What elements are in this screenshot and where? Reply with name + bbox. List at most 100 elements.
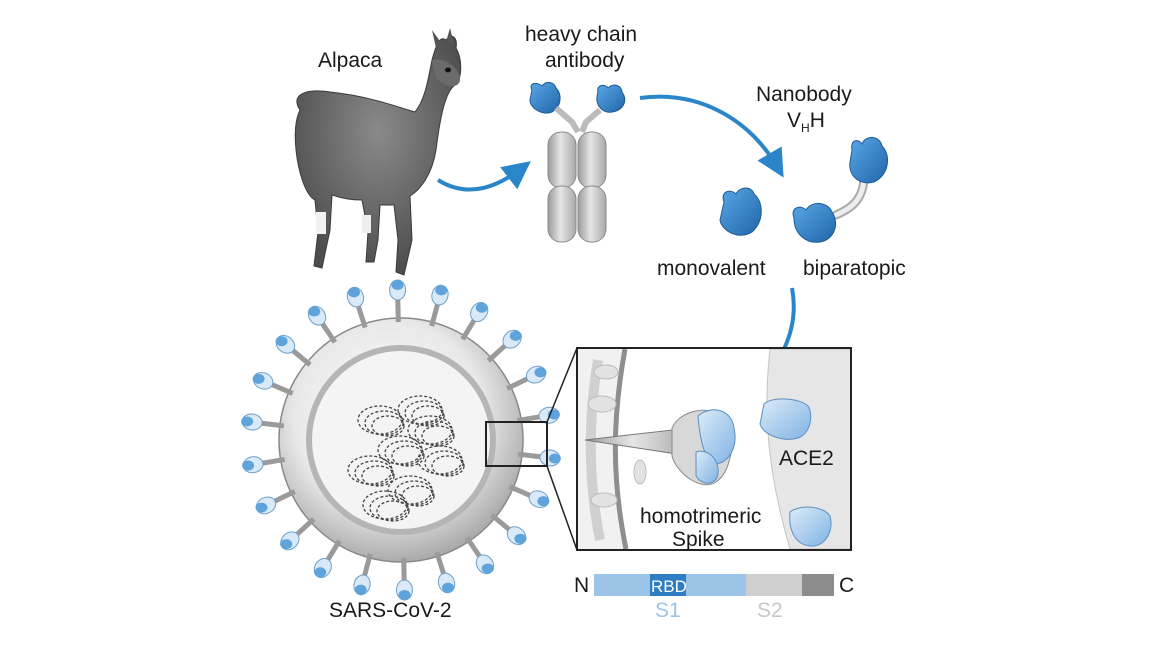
- virus-spike-tip: [241, 416, 254, 427]
- virus-spike-tip: [514, 533, 527, 544]
- virus-label: SARS-CoV-2: [329, 599, 452, 622]
- virus-spike-stalk: [289, 347, 312, 367]
- rna-coil: [394, 480, 434, 506]
- spike-domain-bar: [594, 574, 834, 596]
- virus-spike-stalk: [464, 536, 483, 560]
- virus-spike-tip: [280, 539, 293, 550]
- spike-label-line2: Spike: [672, 528, 725, 551]
- sars-cov-2-virus-icon: [241, 279, 561, 601]
- virus-spike-stalk: [486, 342, 508, 363]
- rbd-label: RBD: [651, 577, 687, 596]
- virus-spike-tip: [548, 453, 561, 464]
- monovalent-label: monovalent: [657, 257, 766, 280]
- rbd-segment: [650, 574, 686, 596]
- virus-spike-tip: [398, 589, 411, 600]
- rna-coil: [369, 495, 409, 521]
- virus-spike-stalk: [429, 302, 441, 327]
- rna-coil: [411, 405, 445, 427]
- virus-spike-tip: [242, 460, 255, 471]
- virus-spike-stalk: [324, 539, 342, 563]
- biparatopic-nanobody-icon: [792, 137, 889, 243]
- rna-coil: [384, 440, 424, 466]
- virus-spike-stalk: [490, 513, 513, 533]
- rna-coil: [364, 410, 404, 436]
- heavy-chain-antibody-icon: [529, 81, 626, 243]
- vhh-label: VHH: [787, 108, 825, 136]
- s2-label: S2: [757, 599, 783, 622]
- s1-label: S1: [655, 599, 681, 622]
- rna-coil: [371, 415, 405, 437]
- rna-coil: [431, 455, 465, 477]
- spike-label-line1: homotrimeric: [640, 505, 762, 528]
- rna-coil: [417, 445, 463, 475]
- virus-spike-tip: [435, 285, 448, 296]
- virus-spike-tip: [537, 496, 550, 507]
- alpaca-label: Alpaca: [318, 49, 383, 72]
- virus-spike-tip: [509, 330, 522, 341]
- rna-coil: [361, 465, 395, 487]
- virus-spike-tip: [391, 280, 404, 291]
- zoom-connector-bottom: [546, 465, 578, 551]
- rna-coil: [387, 475, 433, 505]
- virus-spike-stalk: [269, 381, 294, 396]
- rna-coil: [414, 420, 454, 446]
- rna-coil: [362, 490, 408, 520]
- spike-ace2-inset: [576, 347, 852, 551]
- zoom-source-box: [485, 421, 548, 467]
- domain-n-label: N: [574, 574, 590, 597]
- arrow-antibody-to-nanobody: [639, 94, 784, 178]
- tm-segment: [802, 574, 834, 596]
- nanobody-label: Nanobody: [756, 83, 852, 106]
- virus-spike-stalk: [506, 375, 530, 391]
- virus-spike-stalk: [434, 551, 447, 577]
- virus-spike-stalk: [272, 489, 296, 505]
- virus-spike-tip: [475, 302, 488, 313]
- vhh-subscript: H: [801, 121, 810, 135]
- rna-coil: [421, 425, 455, 447]
- virus-spike-stalk: [517, 451, 543, 460]
- vhh-h: H: [809, 109, 825, 132]
- virus-spike-stalk: [319, 320, 338, 344]
- rna-coil: [347, 455, 393, 485]
- monovalent-nanobody-icon: [719, 187, 762, 236]
- alpaca-image: [294, 28, 462, 276]
- virus-spike-stalk: [460, 317, 478, 341]
- virus-spike-stalk: [401, 557, 407, 583]
- rna-coil: [354, 460, 394, 486]
- ace2-label: ACE2: [779, 447, 834, 470]
- virus-spike-stalk: [508, 484, 533, 499]
- virus-spike-tip: [255, 502, 268, 513]
- rna-coil: [377, 435, 423, 465]
- s2-segment: [746, 574, 802, 596]
- rna-coil: [407, 415, 453, 445]
- rna-coil: [391, 445, 425, 467]
- virus-spike-tip: [481, 563, 494, 574]
- virus-spike-tip: [534, 367, 547, 378]
- virus-spike-stalk: [260, 456, 286, 466]
- heavy-chain-label-line1: heavy chain: [525, 23, 638, 46]
- virus-spike-stalk: [516, 414, 542, 424]
- virus-spike-tip: [275, 336, 288, 347]
- rna-coil: [357, 405, 403, 435]
- virus-spike-stalk: [259, 420, 285, 429]
- virus-spike-stalk: [395, 297, 401, 323]
- rna-coil: [376, 500, 410, 522]
- heavy-chain-label-line2: antibody: [545, 49, 625, 72]
- rna-coil: [397, 395, 443, 425]
- virus-spike-tip: [252, 373, 265, 384]
- virus-spike-tip: [308, 306, 321, 317]
- biparatopic-label: biparatopic: [803, 257, 906, 280]
- virus-spike-stalk: [355, 303, 368, 329]
- vhh-v: V: [787, 109, 802, 132]
- virus-spike-tip: [314, 567, 327, 578]
- rna-coil: [424, 450, 464, 476]
- virus-spike-tip: [347, 287, 360, 298]
- arrow-alpaca-to-antibody: [436, 161, 531, 192]
- rna-coil: [404, 400, 444, 426]
- virus-spike-stalk: [294, 517, 316, 538]
- rna-coil: [401, 485, 435, 507]
- zoom-connector-top: [546, 347, 578, 423]
- virus-spike-tip: [354, 584, 367, 595]
- domain-c-label: C: [839, 574, 855, 597]
